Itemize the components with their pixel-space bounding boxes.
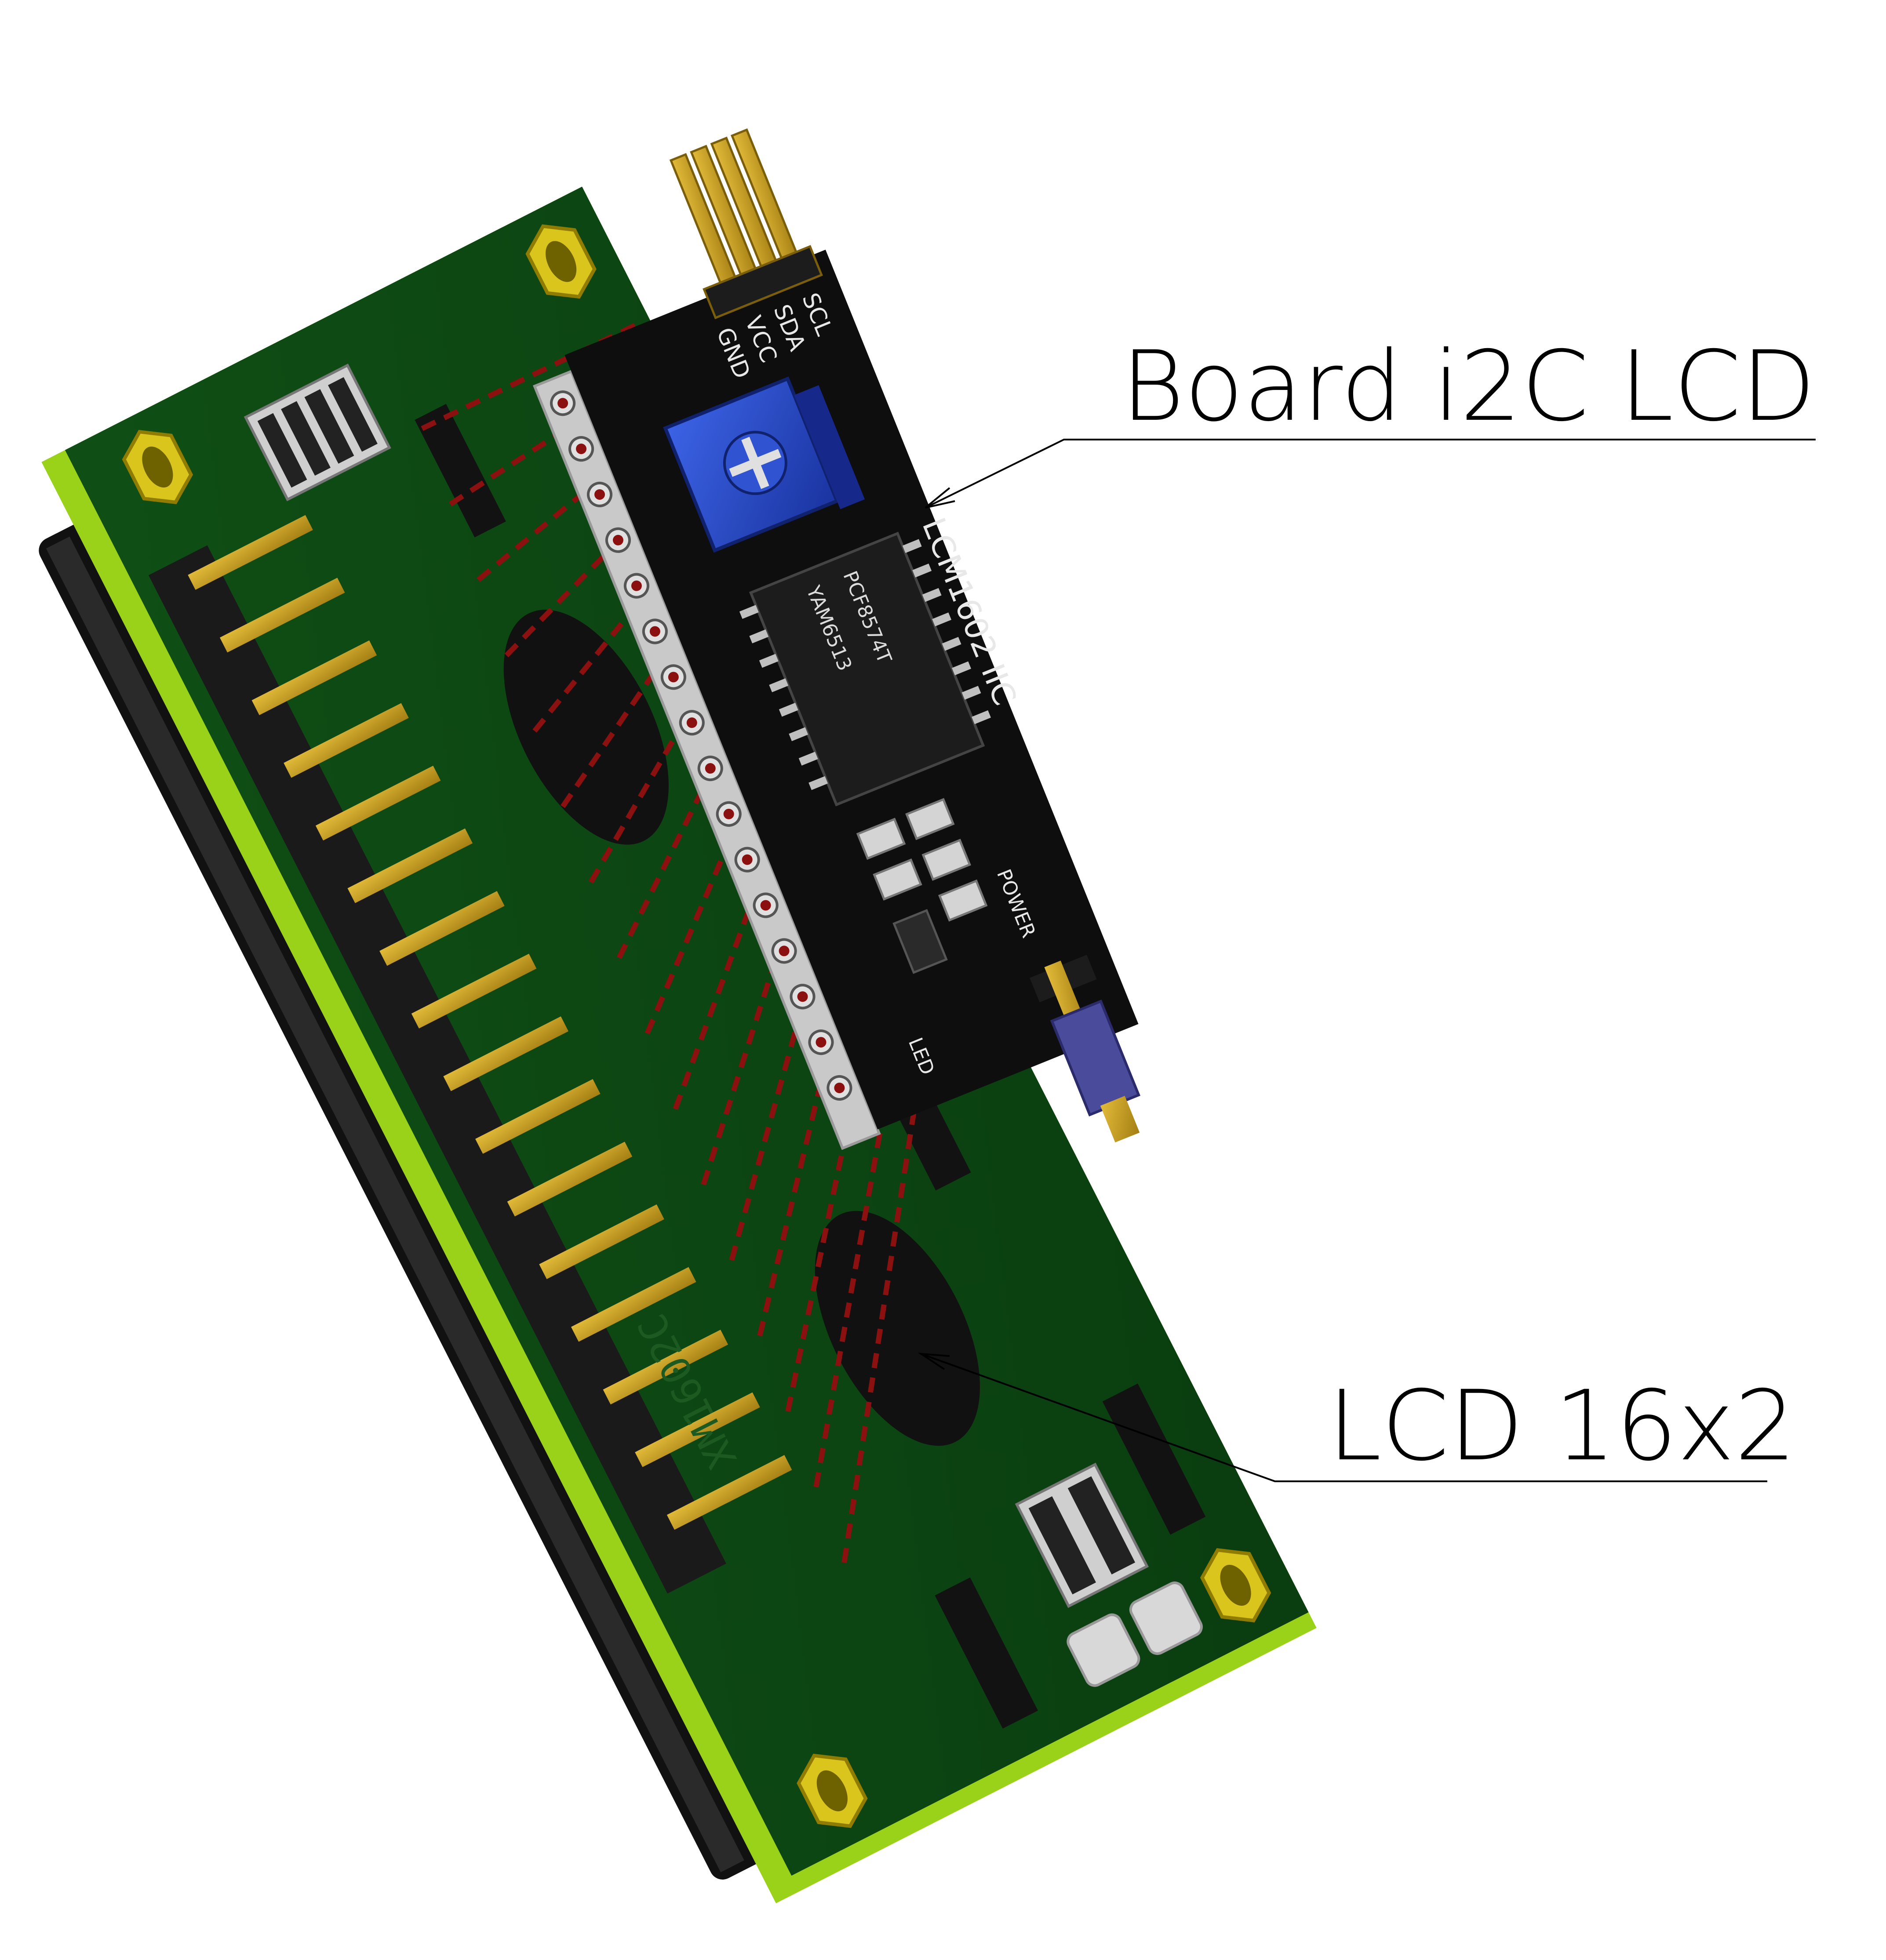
header-hole-center (705, 763, 716, 774)
header-hole-center (649, 626, 660, 637)
i2c-pin-header (669, 128, 823, 320)
header-hole-center (686, 717, 697, 728)
header-hole-center (723, 808, 734, 819)
i2c-smd-resistors (856, 798, 988, 974)
mounting-hole-icon (122, 430, 193, 504)
header-hole-center (668, 672, 679, 683)
header-hole-center (779, 945, 790, 956)
smd-component (1102, 1383, 1206, 1535)
pin-connection-line (644, 687, 797, 1035)
header-hole-center (594, 489, 605, 500)
i2c-header-holes (550, 390, 852, 1101)
lcd-16x2-module: XM1602C (39, 186, 1317, 1904)
smd-component (415, 404, 506, 538)
resistor-pair (1015, 1462, 1149, 1608)
resistor-array (244, 364, 391, 502)
callout-i2c-board-label: Board i2C LCD (1121, 330, 1816, 443)
i2c-board: GND VCC SDA SCL (533, 128, 1140, 1150)
callout-lcd: LCD 16x2 (918, 1353, 1796, 1482)
header-hole-center (816, 1037, 826, 1048)
callout-i2c-board: Board i2C LCD (925, 330, 1816, 509)
solder-pad (1067, 1613, 1140, 1687)
jumper-icon (1030, 955, 1140, 1143)
header-hole-center (576, 444, 587, 455)
header-hole-center (742, 854, 753, 865)
potentiometer-icon (663, 376, 865, 553)
header-hole-center (834, 1082, 845, 1093)
header-hole-center (631, 580, 642, 591)
mounting-hole-icon (1200, 1548, 1271, 1622)
lcd-pcb (65, 186, 1309, 1876)
header-hole-center (612, 535, 623, 545)
pcf8574-chip: YAM6513 PCF8574T (739, 531, 991, 807)
smd-component (935, 1577, 1038, 1729)
header-hole-center (760, 900, 771, 911)
solder-pad (1129, 1581, 1203, 1655)
lcd-header-pins (188, 515, 792, 1530)
callout-lcd-label: LCD 16x2 (1328, 1370, 1796, 1482)
header-hole-center (557, 398, 568, 409)
cob-chip (503, 610, 669, 845)
pin-connection-line (616, 642, 778, 959)
mounting-hole-icon (525, 224, 597, 299)
header-hole-center (797, 991, 808, 1002)
pin-connection-line (841, 1008, 932, 1563)
mounting-hole-icon (797, 1753, 868, 1828)
cob-chip (815, 1211, 980, 1446)
